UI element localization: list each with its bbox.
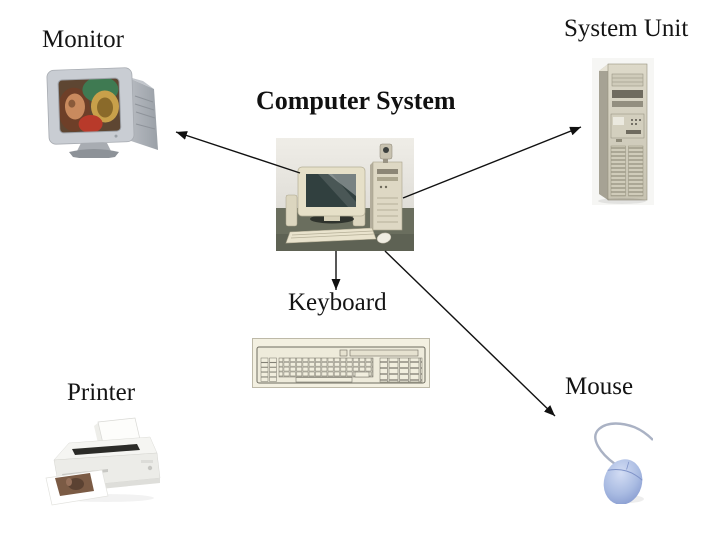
computer-system-graphic xyxy=(276,138,414,251)
mouse-image xyxy=(575,418,653,504)
tower-case-graphic xyxy=(592,58,654,205)
crt-monitor-graphic xyxy=(46,67,158,158)
slide-title: Computer System xyxy=(256,86,456,115)
keyboard-label: Keyboard xyxy=(288,289,387,316)
arrow-to-mouse xyxy=(384,250,556,417)
mouse-label: Mouse xyxy=(565,373,634,400)
monitor-label: Monitor xyxy=(42,26,124,53)
keyboard-image xyxy=(252,338,430,388)
computer-system-image xyxy=(276,138,414,251)
printer-graphic xyxy=(45,417,161,506)
system-unit-label: System Unit xyxy=(564,15,689,42)
crt-monitor-image xyxy=(45,62,163,158)
keyboard-graphic xyxy=(252,338,430,388)
printer-label: Printer xyxy=(67,379,136,406)
printer-image xyxy=(38,416,173,506)
arrow-to-system-unit xyxy=(402,126,582,199)
mouse-graphic xyxy=(594,422,653,504)
system-unit-image xyxy=(592,58,654,205)
